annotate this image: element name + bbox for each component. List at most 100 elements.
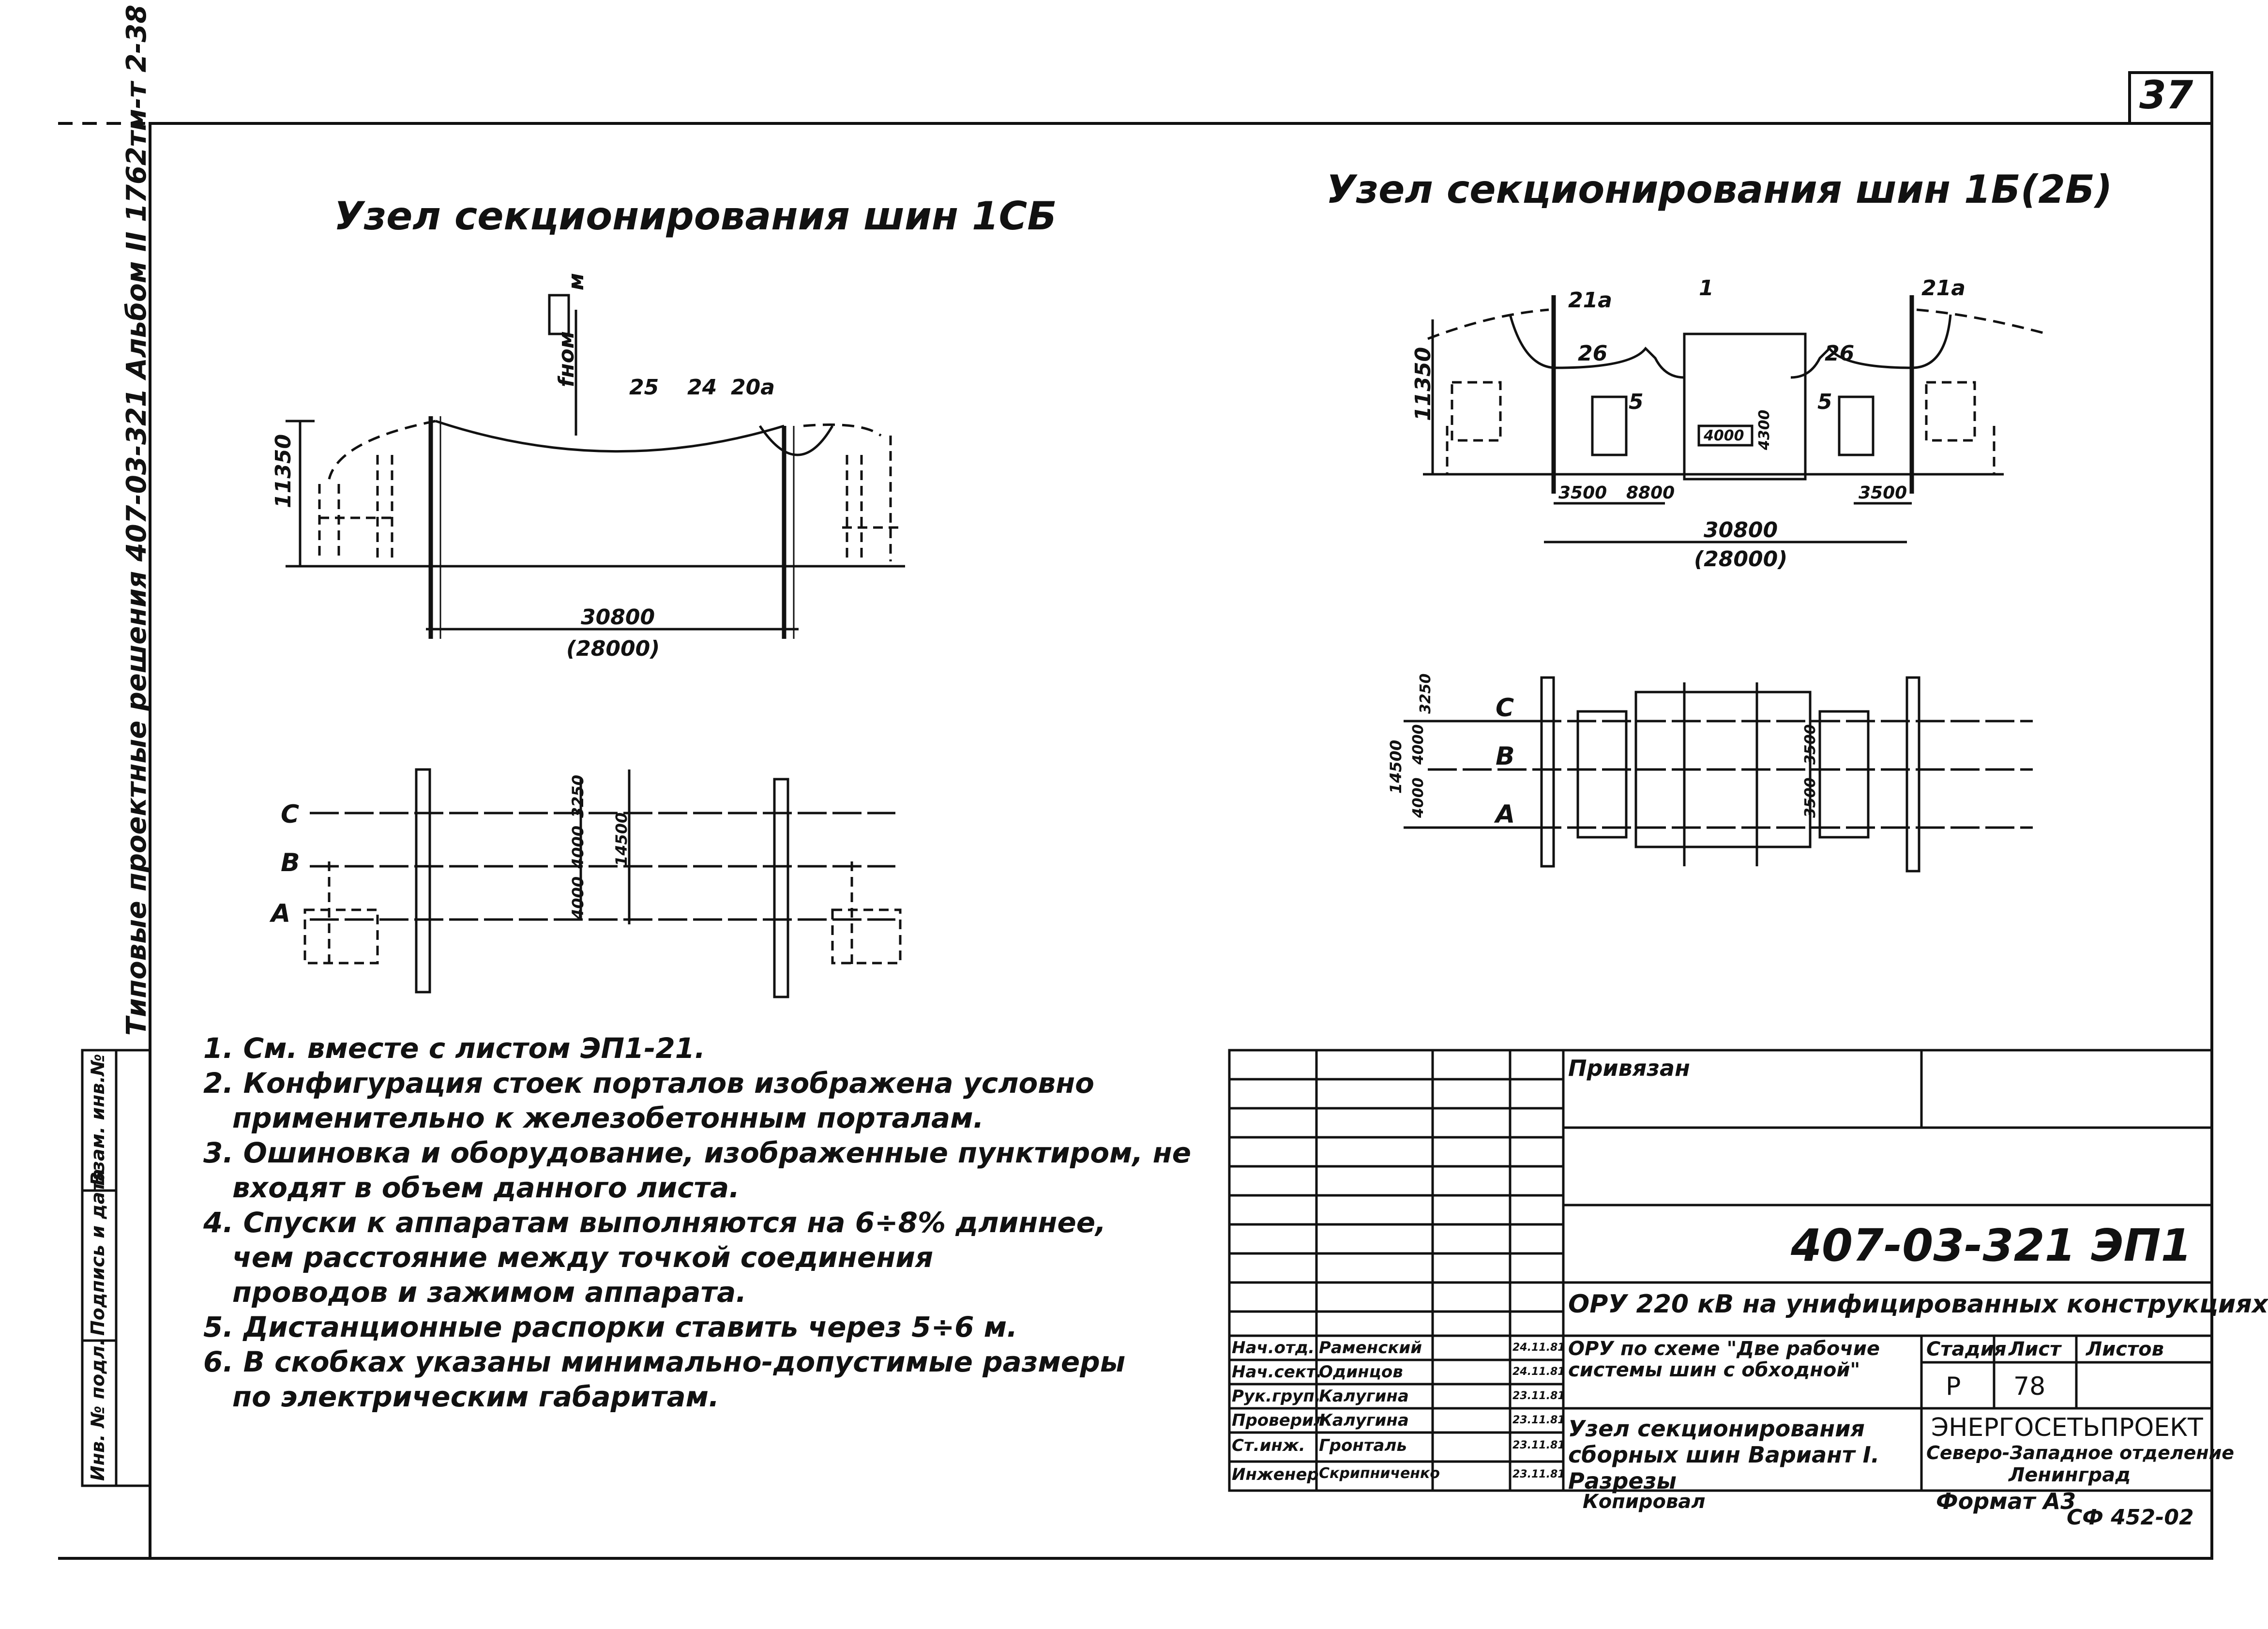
- note-line: 1. См. вместе с листом ЭП1-21.: [203, 1032, 706, 1065]
- left-plan-phase-1: B: [281, 848, 300, 877]
- right-elev-span: 30800: [1704, 518, 1778, 543]
- staff-role: Ст.инж.: [1232, 1436, 1305, 1455]
- format-label: Формат А3: [1936, 1488, 2076, 1514]
- staff-name: Калугина: [1319, 1387, 1409, 1406]
- sheet-number: 37: [2139, 73, 2193, 118]
- staff-name: Гронталь: [1319, 1436, 1407, 1455]
- staff-role: Рук.груп.: [1232, 1387, 1321, 1406]
- right-plan-dim-5: 3500: [1802, 778, 1819, 818]
- right-section-title: Узел секционирования шин 1Б(2Б): [1326, 167, 2113, 212]
- stage-header: Стадия: [1926, 1338, 2007, 1360]
- right-plan-phase-2: A: [1494, 800, 1515, 829]
- sheets-header: Листов: [2086, 1338, 2164, 1360]
- copy-id: CФ 452-02: [2067, 1505, 2194, 1530]
- staff-name: Калугина: [1319, 1411, 1409, 1430]
- stamp-cell-1: Подпись и дата: [87, 1168, 108, 1336]
- right-plan-dim-4: 3500: [1802, 724, 1819, 765]
- left-callout-2: 20а: [731, 375, 775, 400]
- staff-date: 24.11.81: [1512, 1342, 1565, 1354]
- right-plan-dim-0: 14500: [1387, 740, 1405, 794]
- right-callout-5: 5: [1629, 390, 1644, 414]
- right-callout-3: 26: [1578, 341, 1607, 366]
- left-elev-span-min: (28000): [566, 636, 660, 661]
- right-callout-2: 21а: [1921, 276, 1966, 301]
- sheet-value: 78: [2013, 1372, 2046, 1401]
- note-line: 4. Спуски к аппаратам выполняются на 6÷8…: [203, 1206, 1106, 1239]
- staff-name: Скрипниченко: [1319, 1465, 1440, 1482]
- right-dim-4: 4300: [1756, 410, 1773, 451]
- right-dim-1: 8800: [1626, 483, 1675, 503]
- right-plan-dim-3: 3250: [1417, 674, 1434, 714]
- org-branch: Северо-Западное отделение: [1926, 1442, 2234, 1463]
- right-callout-4: 26: [1825, 341, 1854, 366]
- note-line: проводов и зажимом аппарата.: [232, 1276, 747, 1309]
- sheet-header: Лист: [2009, 1338, 2061, 1360]
- project-title: ОРУ 220 кВ на унифицированных конструкци…: [1568, 1290, 2268, 1319]
- note-line: 6. В скобках указаны минимально-допустим…: [203, 1345, 1126, 1378]
- right-plan-dim-2: 4000: [1410, 778, 1427, 819]
- note-line: применительно к железобетонным порталам.: [232, 1101, 984, 1134]
- title-block-grid: [1228, 1049, 2213, 1492]
- left-elev-height: 11350: [271, 434, 296, 508]
- org-name: ЭНЕРГОСЕТЬПРОЕКТ: [1931, 1413, 2203, 1442]
- right-callout-6: 5: [1817, 390, 1832, 414]
- staff-date: 24.11.81: [1512, 1366, 1565, 1378]
- staff-role: Инженер: [1232, 1465, 1319, 1484]
- org-city: Ленинград: [2009, 1464, 2131, 1486]
- right-elevation: [1423, 295, 2048, 543]
- right-plan: [1404, 676, 2033, 873]
- staff-date: 23.11.81: [1512, 1439, 1565, 1451]
- stage-value: Р: [1946, 1372, 1961, 1401]
- right-dim-0: 3500: [1558, 483, 1607, 503]
- right-callout-0: 21а: [1568, 288, 1612, 313]
- note-line: входят в объем данного листа.: [232, 1171, 740, 1204]
- staff-name: Раменский: [1319, 1338, 1422, 1358]
- stamp-cell-2: Взам. инв.№: [87, 1054, 108, 1186]
- scheme-title: ОРУ по схеме "Две рабочие системы шин с …: [1568, 1338, 1880, 1381]
- right-dim-2: 3500: [1859, 483, 1907, 503]
- left-plan: [303, 768, 902, 998]
- side-stamp-grid: [81, 1049, 151, 1487]
- copied-label: Копировал: [1583, 1491, 1706, 1513]
- staff-date: 23.11.81: [1512, 1468, 1565, 1480]
- note-line: 2. Конфигурация стоек порталов изображен…: [203, 1067, 1095, 1100]
- left-plan-phase-2: A: [269, 899, 290, 928]
- left-section-title: Узел секционирования шин 1СБ: [334, 194, 1057, 239]
- staff-role: Нач.отд.: [1232, 1338, 1315, 1358]
- right-elev-span-min: (28000): [1694, 547, 1787, 572]
- right-callout-1: 1: [1699, 276, 1714, 301]
- staff-name: Одинцов: [1319, 1362, 1403, 1382]
- left-plan-dim-2: 4000: [569, 876, 587, 920]
- note-line: 5. Дистанционные распорки ставить через …: [203, 1311, 1018, 1343]
- left-plan-phase-0: C: [281, 800, 299, 829]
- left-fnom: fном: [554, 331, 579, 387]
- right-plan-phase-0: C: [1496, 694, 1514, 723]
- left-elevation: [286, 294, 905, 639]
- note-line: 3. Ошиновка и оборудование, изображенные…: [203, 1136, 1192, 1169]
- doc-code: 407-03-321: [1791, 1220, 2076, 1271]
- left-elev-span: 30800: [581, 605, 655, 630]
- staff-date: 23.11.81: [1512, 1414, 1565, 1426]
- left-callout-0: 25: [629, 375, 659, 400]
- left-plan-dim-0: 3250: [569, 775, 587, 818]
- staff-role: Нач.сект.: [1232, 1362, 1322, 1382]
- sheet-number-box: [2128, 71, 2213, 125]
- notes-list: 1. См. вместе с листом ЭП1-21. 2. Конфиг…: [203, 1031, 1192, 1414]
- album-text: Типовые проектные решения 407-03-321 Аль…: [121, 4, 152, 1036]
- drawing-title: Узел секционирования сборных шин Вариант…: [1568, 1416, 1880, 1494]
- left-m: м: [564, 273, 589, 290]
- note-line: чем расстояние между точкой соединения: [232, 1241, 934, 1274]
- staff-date: 23.11.81: [1512, 1390, 1565, 1402]
- privyazan-label: Привязан: [1568, 1055, 1690, 1081]
- stamp-cell-0: Инв. № подл.: [87, 1338, 108, 1481]
- staff-role: Проверил: [1232, 1411, 1326, 1430]
- right-elev-height: 11350: [1411, 347, 1436, 421]
- note-line: по электрическим габаритам.: [232, 1380, 720, 1413]
- left-plan-dim-1: 4000: [569, 826, 587, 869]
- right-plan-phase-1: B: [1496, 742, 1515, 771]
- right-plan-dim-1: 4000: [1410, 724, 1427, 766]
- left-callout-1: 24: [687, 375, 717, 400]
- left-plan-dim-3: 14500: [612, 813, 631, 866]
